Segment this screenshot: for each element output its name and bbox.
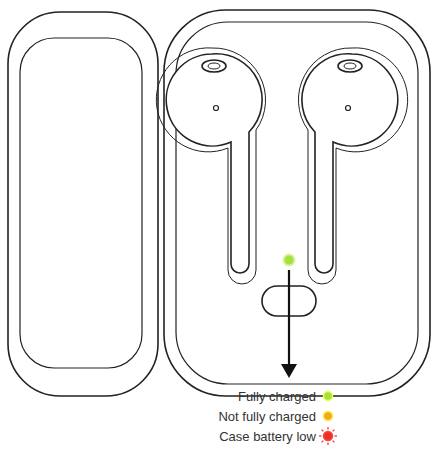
- lid-inner: [20, 38, 142, 368]
- left-cradle: [156, 48, 265, 284]
- case-lid: [8, 12, 158, 396]
- case-body: [164, 10, 430, 396]
- status-led: [284, 255, 295, 266]
- legend-text: Case battery low: [219, 429, 316, 444]
- legend-text: Fully charged: [238, 389, 316, 404]
- pointer-arrow-line: [288, 270, 290, 366]
- legend-swatch: [322, 390, 334, 402]
- blink-rays: [319, 427, 337, 445]
- swatch-dot: [324, 432, 333, 441]
- legend-row: Case battery low: [218, 426, 334, 446]
- swatch-dot: [324, 412, 333, 421]
- pointer-arrowhead: [281, 364, 297, 378]
- legend-swatch: [322, 410, 334, 422]
- right-earbud: [302, 54, 398, 273]
- legend: Fully chargedNot fully chargedCase batte…: [218, 386, 334, 446]
- legend-swatch: [322, 430, 334, 442]
- right-cradle: [298, 48, 407, 284]
- legend-text: Not fully charged: [218, 409, 316, 424]
- swatch-dot: [324, 392, 333, 401]
- legend-row: Fully charged: [218, 386, 334, 406]
- left-earbud: [166, 54, 262, 273]
- legend-row: Not fully charged: [218, 406, 334, 426]
